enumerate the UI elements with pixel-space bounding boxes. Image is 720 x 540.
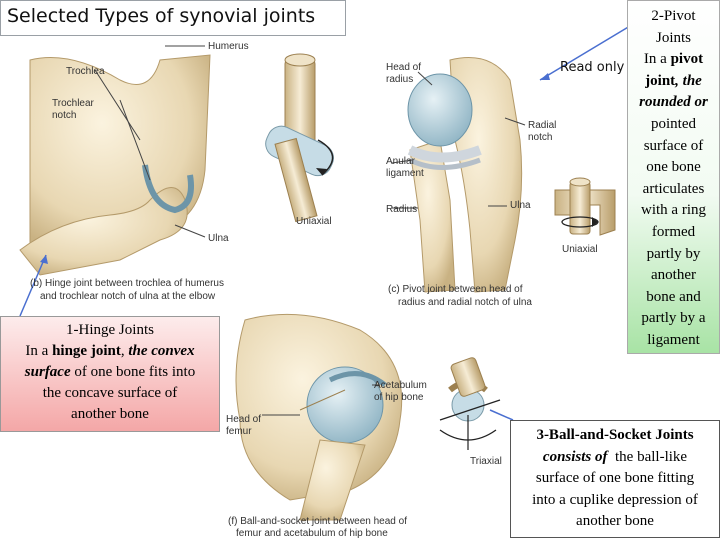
hinge-line-2: In a hinge joint, the convex — [25, 343, 195, 359]
pivot-model-icon — [554, 177, 616, 236]
label-acetabulum: Acetabulum — [374, 380, 427, 391]
label-of-hip-bone: of hip bone — [374, 392, 424, 403]
read-only-label: Read only — [560, 60, 625, 75]
hinge-pointer-arrow — [19, 254, 47, 317]
pivot-line-14: bone and — [646, 288, 701, 305]
pivot-line-3: In a pivot — [643, 51, 704, 68]
label-anular: Anular — [386, 156, 415, 167]
label-femur: femur — [226, 426, 252, 437]
label-trochlear: Trochlear — [52, 98, 94, 109]
hinge-caption-line1: (b) Hinge joint between trochlea of hume… — [30, 278, 224, 289]
label-ulna-pivot: Ulna — [510, 200, 531, 211]
label-radius-head: radius — [386, 74, 414, 85]
label-ulna: Ulna — [208, 233, 229, 244]
ball-line-2: consists of the ball-like — [542, 448, 688, 465]
pivot-line-5: rounded or — [639, 94, 708, 111]
ball-socket-joint-illustration — [235, 313, 403, 521]
ball-line-5: another bone — [576, 513, 654, 529]
pivot-line-8: one bone — [646, 159, 701, 176]
label-head-of-femur: Head of — [226, 414, 262, 425]
label-humerus: Humerus — [208, 41, 249, 52]
label-trochlea: Trochlea — [66, 66, 105, 77]
pivot-line-13: another — [651, 267, 696, 284]
pivot-line-10: with a ring — [641, 202, 706, 219]
pivot-line-7: surface of — [643, 137, 704, 154]
hinge-line-4: the concave surface of — [42, 385, 178, 401]
pivot-line-16: ligament — [647, 331, 700, 348]
pivot-line-4: joint, the — [645, 72, 702, 89]
hinge-model-icon — [265, 53, 334, 223]
hinge-line-3: surface of one bone fits into — [24, 364, 196, 380]
label-ligament: ligament — [386, 168, 424, 179]
pivot-line-6: pointed — [651, 115, 696, 132]
ball-heading: 3-Ball-and-Socket Joints — [536, 427, 694, 443]
label-radius: Radius — [386, 204, 418, 215]
pivot-line-9: articulates — [642, 180, 705, 197]
label-triaxial: Triaxial — [470, 456, 502, 467]
pivot-pointer-arrow — [539, 19, 641, 81]
ball-pointer-arrow — [489, 409, 514, 421]
label-radial: Radial — [528, 120, 557, 131]
label-head-of: Head of — [386, 62, 422, 73]
pivot-line-12: partly by — [646, 245, 701, 262]
pivot-joints-textbox: 2-Pivot Joints In a pivot joint, the rou… — [627, 0, 720, 354]
pivot-heading-1: 2-Pivot — [651, 8, 696, 24]
label-uniaxial-hinge: Uniaxial — [296, 216, 332, 227]
pivot-line-11: formed — [651, 223, 696, 240]
ball-caption-line1: (f) Ball-and-socket joint between head o… — [228, 516, 407, 527]
label-radial-notch: notch — [528, 132, 553, 143]
pivot-line-15: partly by a — [641, 310, 706, 327]
pivot-caption-line1: (c) Pivot joint between head of — [388, 284, 523, 295]
hinge-joints-textbox: 1-Hinge Joints In a hinge joint, the con… — [0, 316, 220, 432]
hinge-line-5: another bone — [71, 406, 149, 422]
slide-title: Selected Types of synovial joints — [0, 0, 346, 36]
hinge-caption-line2: and trochlear notch of ulna at the elbow — [40, 291, 216, 302]
hinge-heading: 1-Hinge Joints — [66, 322, 154, 338]
ball-socket-joints-textbox: 3-Ball-and-Socket Joints consists of the… — [510, 420, 720, 538]
hinge-joint-illustration — [19, 45, 211, 276]
pivot-joint-illustration — [391, 57, 526, 293]
label-notch: notch — [52, 110, 77, 121]
pivot-caption-line2: radius and radial notch of ulna — [398, 297, 532, 308]
ball-model-icon — [439, 357, 501, 450]
pivot-heading-2: Joints — [655, 29, 691, 46]
label-uniaxial-pivot: Uniaxial — [562, 244, 598, 255]
ball-line-3: surface of one bone fitting — [535, 470, 695, 486]
ball-caption-line2: femur and acetabulum of hip bone — [236, 528, 388, 539]
ball-line-4: into a cuplike depression of — [532, 491, 698, 508]
